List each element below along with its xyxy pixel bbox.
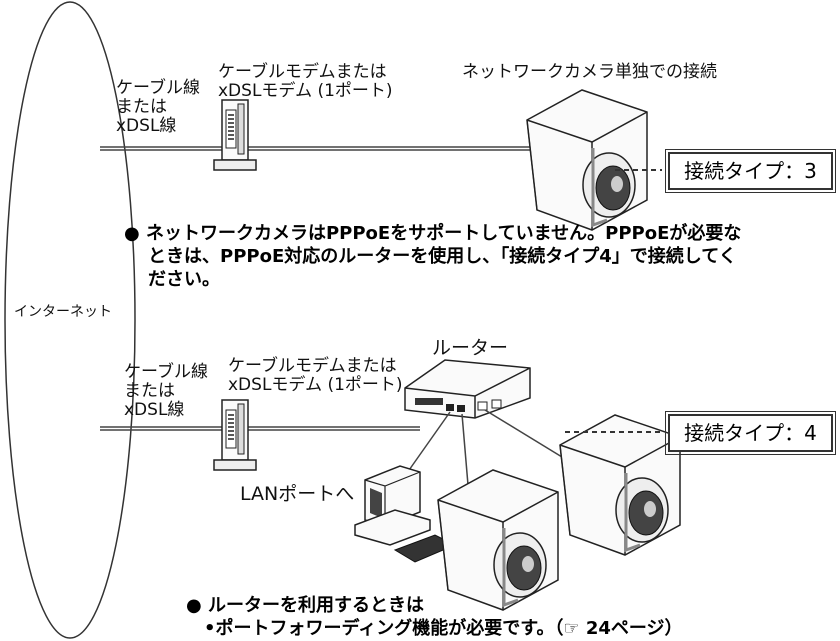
pppoe-note-line-2: ときは、PPPoE対応のルーターを使用し、「接続タイプ4」で接続してく: [148, 246, 737, 267]
pppoe-note: ● ネットワークカメラはPPPoEをサポートしていません。PPPoEが必要な と…: [124, 222, 741, 291]
modem-2: [213, 399, 257, 471]
pppoe-note-line-1: ● ネットワークカメラはPPPoEをサポートしていません。PPPoEが必要な: [124, 223, 742, 244]
router-note-line-2: •ポートフォワーディング機能が必要です。（☞ 24ページ）: [204, 618, 683, 639]
modem-label-1a: ケーブルモデムまたは: [218, 62, 387, 82]
router-note: ● ルーターを利用するときは •ポートフォワーディング機能が必要です。（☞ 24…: [186, 594, 683, 640]
camera-3: [558, 413, 682, 557]
camera-title: ネットワークカメラ単独での接続: [462, 62, 717, 82]
router-label: ルーター: [432, 337, 509, 359]
pc: [354, 465, 457, 563]
connection-type-4-box: 接続タイプ：4: [665, 411, 836, 455]
cable-label-2c: xDSL線: [124, 400, 185, 420]
pppoe-note-line-3: ださい。: [148, 269, 220, 290]
modem-label-1b: xDSLモデム (1ポート): [218, 81, 393, 101]
router-note-line-1: ● ルーターを利用するときは: [186, 595, 424, 616]
cable-label-1b: または: [116, 97, 167, 117]
cable-label-2a: ケーブル線: [124, 362, 208, 382]
modem-label-2b: xDSLモデム (1ポート): [228, 375, 403, 395]
modem-1: [213, 99, 257, 171]
connection-type-3-box: 接続タイプ：3: [665, 149, 836, 193]
camera-2: [436, 468, 560, 612]
router: [404, 359, 531, 419]
lan-port-label: LANポートへ: [240, 483, 355, 505]
cable-label-2b: または: [124, 381, 175, 401]
modem-label-2a: ケーブルモデムまたは: [228, 356, 397, 376]
cable-label-1a: ケーブル線: [116, 78, 200, 98]
cable-label-1c: xDSL線: [116, 116, 177, 136]
internet-label: インターネット: [14, 304, 112, 320]
camera-1: [525, 88, 649, 232]
internet-cloud: [4, 1, 136, 639]
